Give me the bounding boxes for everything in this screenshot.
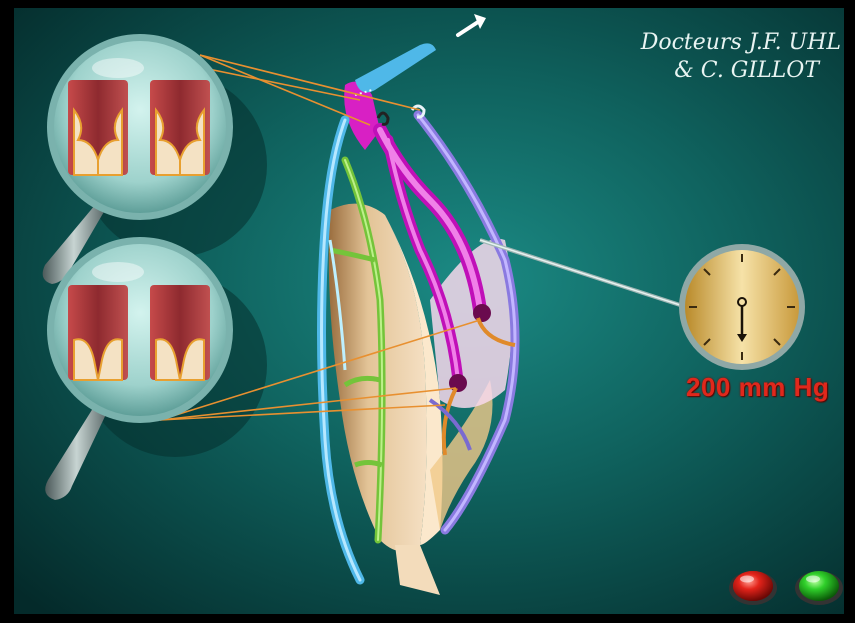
green-button-icon[interactable] [794,566,844,606]
pressure-readout: 200 mm Hg [686,372,829,403]
red-button-icon[interactable] [728,566,778,606]
author-credit-line-2: & C. GILLOT [674,58,819,83]
pressure-gauge-icon [679,244,805,370]
author-credit-line-1: Docteurs J.F. UHL [641,30,841,55]
